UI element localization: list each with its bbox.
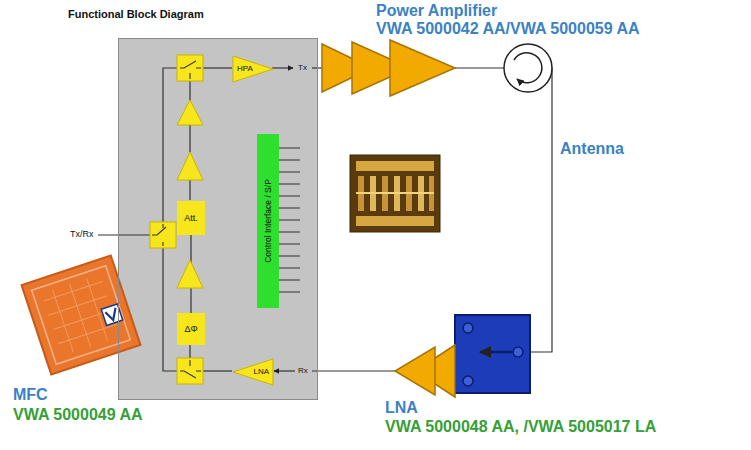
control-pins: [278, 148, 300, 292]
check-icon: [101, 304, 122, 325]
switch-box: [177, 358, 203, 384]
amplifier-triangle: [177, 260, 203, 288]
mfc-chip-photo: [22, 256, 141, 375]
amplifier-triangle: LNA: [233, 359, 273, 385]
power-amplifier-symbol: [322, 40, 455, 96]
mfc-chip-outline: HPAControl Interface / S/PAtt.ΔΦLNAMFCVW…: [118, 38, 318, 400]
wire: [312, 67, 322, 68]
wire: [203, 67, 232, 68]
circulator-ring: [504, 44, 552, 92]
antenna-wire: [531, 68, 552, 352]
die-pad: [356, 161, 434, 171]
limiter-box: [455, 315, 530, 393]
block-label: LNA: [253, 359, 269, 385]
amplifier-triangle: HPA: [233, 56, 273, 82]
wire: [189, 125, 190, 152]
wire: [189, 180, 190, 200]
chip-ground: [118, 38, 318, 400]
part-label: LNA: [385, 399, 418, 417]
block-label: Control Interface / S/P: [262, 134, 274, 308]
port-circle: [463, 323, 473, 333]
circulator-symbol: [504, 44, 552, 92]
port-circle: [463, 376, 473, 386]
wire: [312, 370, 395, 371]
control-interface-bar: Control Interface / S/P: [257, 134, 279, 308]
switch-lever: [180, 360, 201, 378]
signal-name: Tx/Rx: [70, 229, 94, 239]
part-label: Antenna: [560, 140, 624, 158]
block-label: HPA: [237, 56, 253, 82]
chip-ring: [32, 266, 131, 365]
port-circle: [513, 347, 523, 357]
wire: [98, 234, 150, 235]
amplifier-triangle: [390, 40, 455, 96]
wire: [272, 67, 293, 68]
signal-name: Tx: [298, 63, 307, 72]
wire: [163, 248, 177, 371]
phase-shifter-box: ΔΦ: [177, 313, 205, 345]
amplifier-triangle-shape: [233, 56, 273, 82]
part-number: VWA 5000042 AA/VWA 5000059 AA: [376, 20, 640, 38]
diagram-title: Functional Block Diagram: [68, 8, 204, 21]
part-number: VWA 5000049 AA: [13, 406, 143, 424]
part-label: Power Amplifier: [376, 2, 497, 20]
limiter-switch-symbol: [455, 315, 530, 393]
amplifier-triangle: [177, 100, 203, 125]
signal-name: Rx: [298, 366, 308, 375]
pa-die-photo: [350, 155, 440, 232]
switch-lever: [180, 61, 201, 79]
amplifier-triangle: [395, 347, 435, 395]
part-label: MFC: [13, 386, 48, 404]
switch-box: [150, 222, 176, 248]
limiter-arrow: [480, 351, 512, 354]
wire: [163, 68, 177, 222]
wire: [189, 81, 190, 100]
switch-lever: [152, 224, 166, 246]
wire: [274, 370, 295, 371]
block-label: Att.: [184, 213, 198, 223]
attenuator-box: Att.: [177, 201, 205, 235]
die-line: [356, 192, 434, 194]
block-label: ΔΦ: [184, 324, 197, 334]
internal-amplifiers: [177, 100, 203, 288]
check-mark: [105, 308, 119, 322]
switch-box: [177, 55, 203, 81]
part-number: VWA 5000048 AA, /VWA 5005017 LA: [385, 418, 656, 436]
amplifier-triangle: [177, 152, 203, 180]
circulator-arrow: [514, 53, 542, 83]
wire: [189, 344, 190, 358]
wire: [455, 67, 504, 68]
die-pad: [356, 216, 434, 226]
chip-body: [22, 256, 141, 375]
chip-pattern: [41, 274, 121, 356]
lna-symbol: [395, 345, 455, 397]
wire: [203, 370, 232, 371]
amplifier-triangle-shape: [233, 359, 273, 385]
die-body: [350, 155, 440, 232]
